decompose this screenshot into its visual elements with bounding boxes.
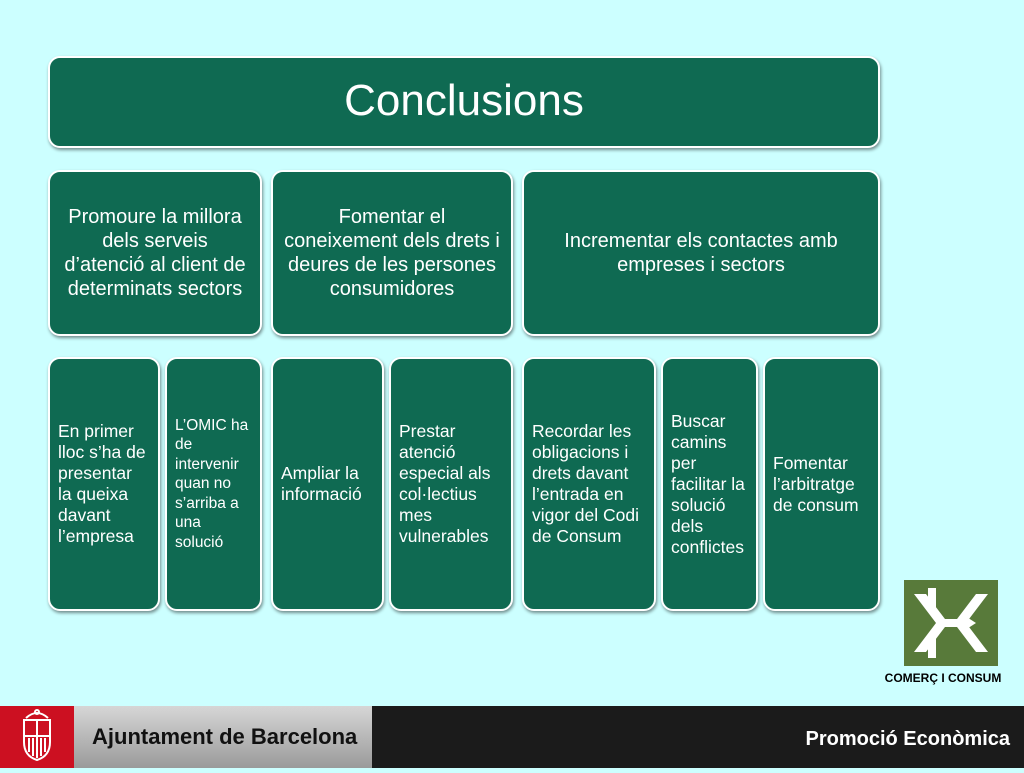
action-box-3: Ampliar la informació	[271, 357, 384, 611]
action-box-2: L’OMIC ha de intervenir quan no s’arriba…	[165, 357, 262, 611]
organization-name: Ajuntament de Barcelona	[92, 724, 358, 749]
objective-text: Incrementar els contactes amb empreses i…	[564, 230, 838, 276]
crest-emblem-icon	[23, 709, 51, 762]
action-box-6: Buscar camins per facilitar la solució d…	[661, 357, 758, 611]
objective-text: Fomentar el coneixement dels drets i deu…	[284, 206, 500, 300]
footer-left-panel: Ajuntament de Barcelona	[0, 706, 372, 768]
department-name: Promoció Econòmica	[805, 728, 1011, 750]
action-text: Buscar camins per facilitar la solució d…	[671, 410, 745, 557]
objective-text: Promoure la millora dels serveis d’atenc…	[64, 206, 246, 300]
action-box-1: En primer lloc s’ha de presentar la quei…	[48, 357, 160, 611]
action-text: Recordar les obligacions i drets davant …	[532, 421, 639, 546]
objective-box-1: Promoure la millora dels serveis d’atenc…	[48, 170, 262, 336]
barcelona-crest-icon	[0, 706, 74, 768]
action-text: L’OMIC ha de intervenir quan no s’arriba…	[175, 416, 249, 551]
action-text: Ampliar la informació	[281, 463, 362, 504]
objective-box-3: Incrementar els contactes amb empreses i…	[522, 170, 880, 336]
footer-bar: Ajuntament de Barcelona Promoció Econòmi…	[0, 706, 1024, 768]
action-text: En primer lloc s’ha de presentar la quei…	[58, 421, 146, 546]
comerc-consum-logo-icon	[914, 588, 988, 658]
action-box-4: Prestar atenció especial als col·lectius…	[389, 357, 513, 611]
slide-title: Conclusions	[48, 56, 880, 148]
comerc-consum-logo	[904, 580, 998, 666]
logo-caption: COMERÇ I CONSUM	[884, 671, 1002, 685]
action-box-5: Recordar les obligacions i drets davant …	[522, 357, 656, 611]
slide-title-text: Conclusions	[344, 76, 584, 125]
action-box-7: Fomentar l’arbitratge de consum	[763, 357, 880, 611]
objective-box-2: Fomentar el coneixement dels drets i deu…	[271, 170, 513, 336]
action-text: Fomentar l’arbitratge de consum	[773, 452, 859, 515]
action-text: Prestar atenció especial als col·lectius…	[399, 421, 491, 546]
